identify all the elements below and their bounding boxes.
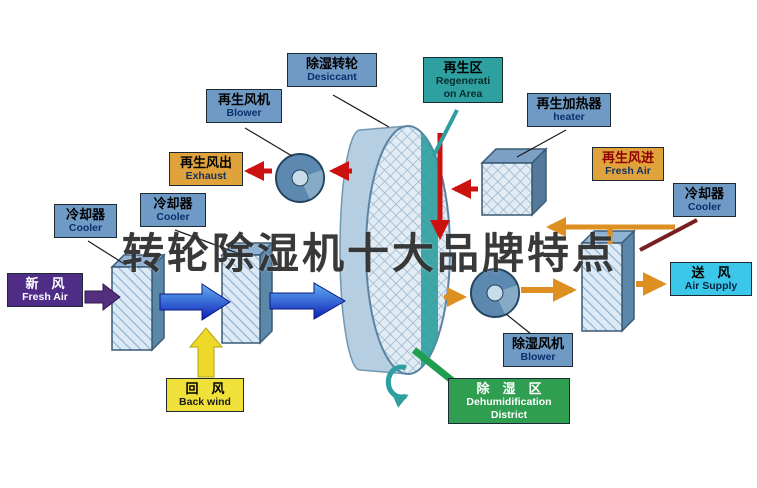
watermark-text: 转轮除湿机十大品牌特点 [122,230,618,277]
label-back-wind-zh: 回 风 [185,381,225,396]
label-exhaust-en: Exhaust [185,170,227,183]
desiccant-wheel [339,125,451,408]
supply-blower-fan [470,268,520,318]
label-desiccant: 除湿转轮 Desiccant [287,53,377,87]
label-fresh-air: 新 风 Fresh Air [7,273,83,307]
label-dehumid-blower-zh: 除湿风机 [511,336,564,351]
label-regeneration-area: 再生区 Regenerati on Area [423,57,503,104]
cooler-box-left [110,253,166,352]
label-exhaust-zh: 再生风出 [179,155,232,170]
label-exhaust: 再生风出 Exhaust [169,152,243,186]
label-dehumid-district-zh: 除 湿 区 [476,381,542,396]
label-cooler-upper-en: Cooler [156,211,190,224]
heated-air-arrows [444,217,675,307]
label-dehumid-blower-en: Blower [520,351,556,364]
heater-box [480,147,548,217]
label-cooler-lower: 冷却器 Cooler [54,204,117,238]
label-dehumid-district-en: Dehumidification District [466,396,552,421]
label-air-supply-en: Air Supply [684,280,738,293]
label-back-wind: 回 风 Back wind [166,378,244,412]
regeneration-sector [421,126,438,374]
return-air-arrow [188,327,224,378]
label-fresh-air-zh: 新 风 [25,276,65,291]
rotation-arrow-icon [385,364,409,408]
label-desiccant-en: Desiccant [307,71,357,84]
label-regeneration-area-en: Regenerati on Area [435,75,491,100]
label-regen-fresh-air-zh: 再生风进 [601,150,654,165]
label-regen-fresh-air-en: Fresh Air [605,165,651,178]
regen-air-arrows [244,133,478,240]
label-regen-heater-zh: 再生加热器 [536,96,602,111]
label-regen-blower: 再生风机 Blower [206,89,282,123]
label-cooler-upper: 冷却器 Cooler [140,193,206,227]
regen-blower-fan [275,153,325,203]
label-dehumid-blower: 除湿风机 Blower [503,333,573,367]
label-cooler-lower-en: Cooler [68,222,103,235]
label-cooler-right: 冷却器 Cooler [673,183,736,217]
label-regen-blower-zh: 再生风机 [217,92,270,107]
fresh-air-arrow [84,282,121,312]
label-regeneration-area-zh: 再生区 [443,60,483,75]
label-cooler-lower-zh: 冷却器 [65,207,105,222]
label-regen-blower-en: Blower [226,107,262,120]
supply-air-arrow-2 [269,282,346,320]
label-cooler-right-en: Cooler [687,201,722,214]
label-regen-heater: 再生加热器 heater [527,93,611,127]
label-fresh-air-en: Fresh Air [22,291,68,304]
label-air-supply-zh: 送 风 [691,265,731,280]
label-air-supply: 送 风 Air Supply [670,262,752,296]
label-desiccant-zh: 除湿转轮 [305,56,358,71]
label-regen-fresh-air: 再生风进 Fresh Air [592,147,664,181]
label-cooler-upper-zh: 冷却器 [153,196,193,211]
label-back-wind-en: Back wind [179,396,231,409]
cooler-box-mid [220,241,274,345]
supply-air-arrow-1 [159,283,231,321]
label-regen-heater-en: heater [553,111,585,124]
label-cooler-right-zh: 冷却器 [684,186,724,201]
label-dehumid-district: 除 湿 区 Dehumidification District [448,378,570,425]
